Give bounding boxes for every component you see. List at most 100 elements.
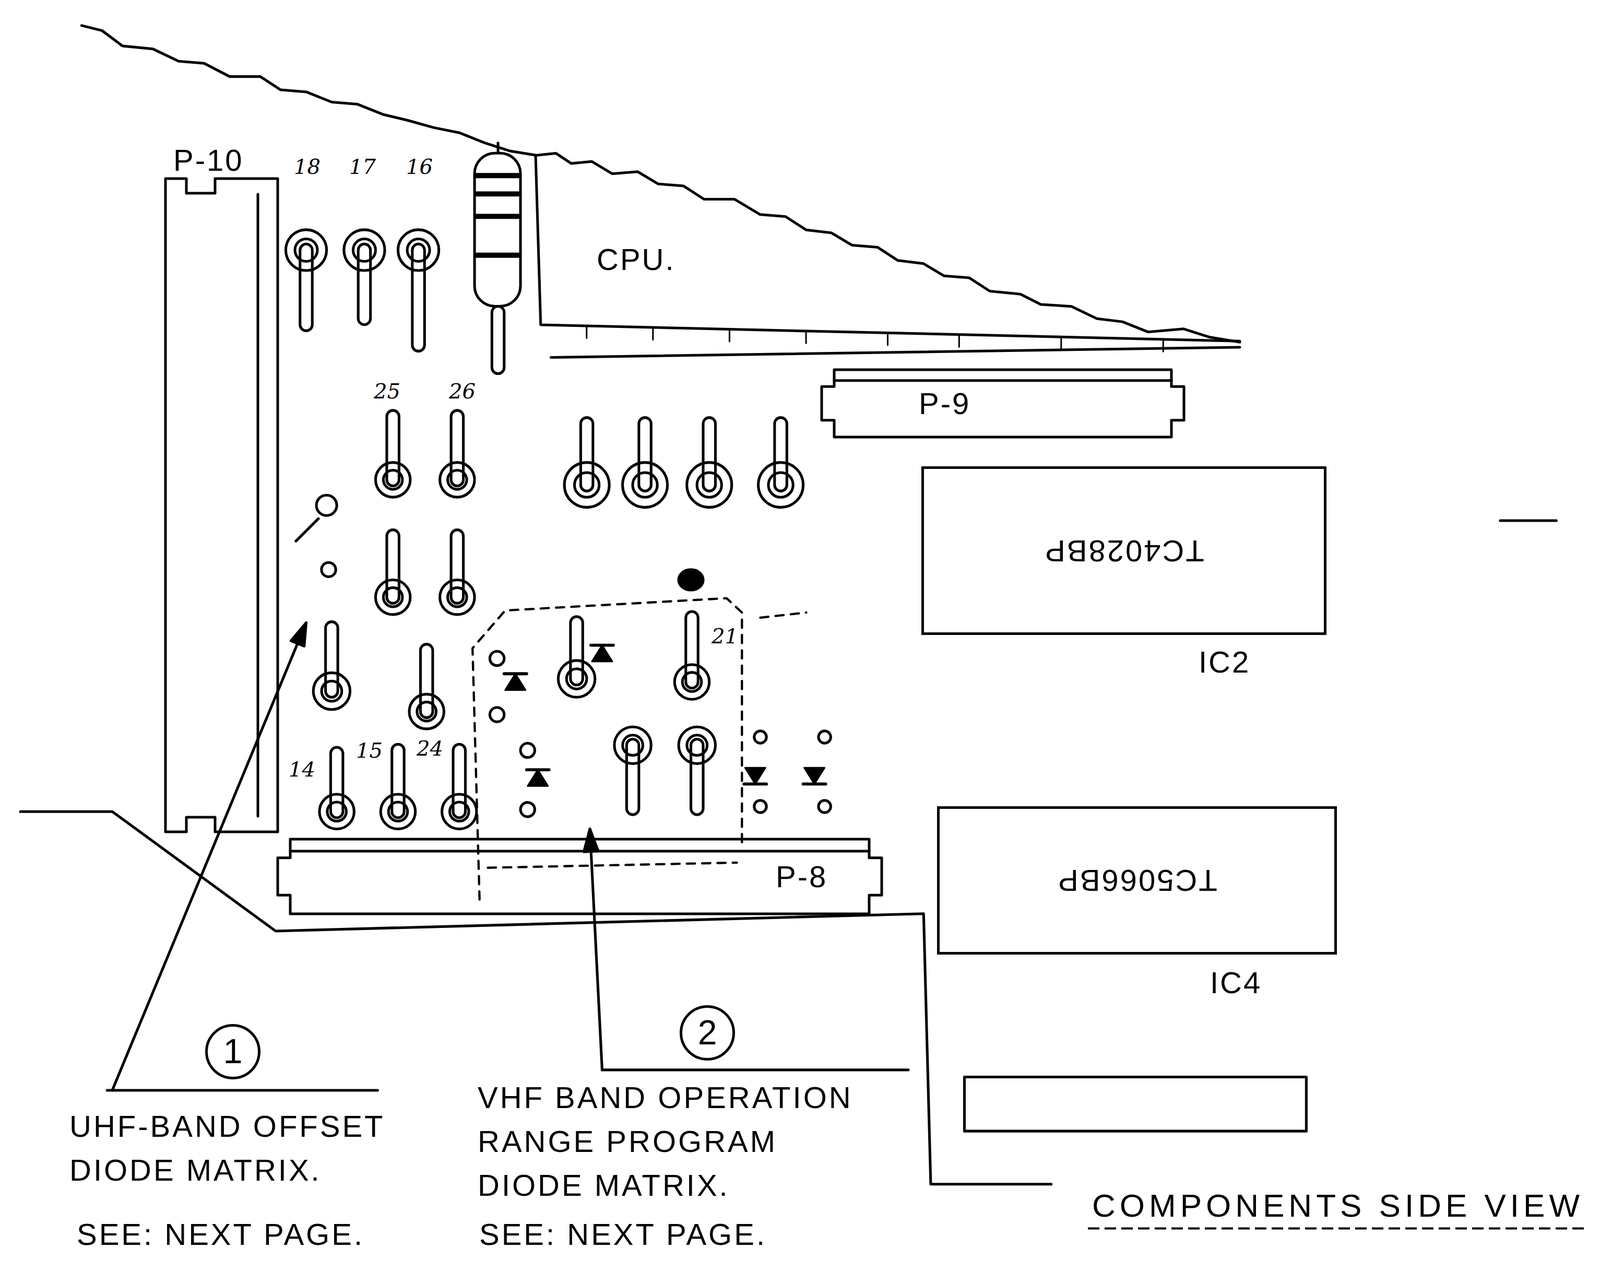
part-label: P-10 [173, 141, 244, 179]
board-break-edge [535, 153, 1240, 343]
connector-outline [277, 838, 882, 914]
jumper-wire [392, 743, 405, 818]
label-holder: 16 [406, 155, 433, 179]
leader-arrowhead [290, 622, 306, 647]
callout-note: SEE: NEXT PAGE. [76, 1212, 365, 1256]
diode-bar [504, 671, 527, 675]
outline-shape [165, 178, 278, 832]
jumper-wire [580, 417, 593, 492]
text-holder: TC4028BP [923, 468, 1324, 633]
pad-hole [574, 472, 599, 497]
solder-pad [375, 462, 410, 497]
text-holder: IC2 [1198, 643, 1251, 681]
label-holder: SEE: NEXT PAGE. [479, 1212, 767, 1256]
resistor-symbol [474, 152, 521, 306]
connector-wall [256, 194, 260, 816]
solder-pad [440, 462, 475, 497]
pin-number: 17 [349, 155, 376, 179]
pad-hole [352, 238, 376, 262]
pad-hole [696, 472, 722, 497]
connector-strip: P-8 [277, 838, 882, 914]
label-holder: 21 [711, 624, 739, 648]
solder-pad [614, 726, 651, 764]
part-label: TC5066BP [1056, 861, 1218, 899]
connector-strip: P-9 [821, 369, 1184, 437]
via-hole [520, 742, 535, 757]
jumper-wire [300, 243, 313, 331]
resistor-band [476, 191, 519, 197]
solder-pad [344, 229, 385, 271]
board-edge [535, 155, 1240, 341]
edge-contact [958, 334, 960, 347]
pad-hole [768, 472, 793, 497]
label-holder: VHF BAND OPERATION RANGE PROGRAM DIODE M… [477, 1075, 875, 1207]
edge-contact [1060, 336, 1062, 349]
edge-contact [886, 333, 889, 346]
pin-number: 21 [711, 624, 739, 648]
via-hole [818, 730, 831, 743]
pad-hole [632, 472, 658, 497]
jumper-wire [703, 417, 716, 492]
diode-symbol [505, 673, 526, 690]
solder-pad [758, 462, 804, 508]
via-hole [316, 494, 337, 516]
matrix-region [760, 612, 807, 618]
callout-underline [601, 1068, 909, 1071]
pad-hole [294, 238, 318, 262]
diode-symbol [804, 767, 825, 784]
solder-pad [564, 462, 610, 508]
connector-wall [290, 849, 870, 852]
board-break-edge [81, 25, 536, 156]
jumper-wire [451, 410, 464, 487]
label-holder: SEE: NEXT PAGE. [76, 1212, 365, 1256]
matrix-region [487, 862, 737, 868]
callout-circle: 2 [679, 1004, 736, 1061]
text-holder: P-9 [918, 369, 971, 437]
text-holder: TC5066BP [939, 808, 1335, 952]
solder-pad [622, 462, 668, 508]
pin-number: 24 [416, 736, 444, 760]
pin-number: 26 [448, 379, 476, 403]
part-label: CPU. [596, 241, 676, 278]
outline-shape [821, 369, 1184, 437]
solder-pad [678, 726, 716, 764]
jumper-wire [412, 243, 425, 351]
jumper-wire [638, 417, 651, 492]
jumper-wire [626, 738, 639, 815]
diode-symbol [591, 645, 613, 662]
ic-chip: TC4028BPIC2 [921, 466, 1327, 635]
board-drawing [20, 25, 1557, 1184]
diode-bar [590, 643, 614, 647]
resistor-band [476, 252, 519, 258]
ic-reference: IC2 [1198, 643, 1251, 681]
jumper-wire [420, 644, 433, 718]
text-holder: P-8 [775, 838, 828, 914]
solder-pad [674, 664, 709, 699]
jumper-wire [691, 738, 704, 815]
board-mark [1500, 519, 1557, 523]
edge-contact [652, 327, 654, 340]
trace-mark [295, 518, 319, 541]
solder-pad [380, 793, 416, 829]
solder-pad [686, 462, 732, 508]
solder-pad [440, 579, 475, 614]
part-label: P-8 [775, 858, 828, 895]
solder-pad [409, 693, 444, 729]
solder-pad [397, 229, 439, 271]
connector-wall [834, 378, 1172, 382]
diode-bar [743, 782, 767, 786]
part-outline [964, 1076, 1307, 1132]
via-hole [321, 562, 336, 577]
label-holder: 18 [293, 155, 321, 179]
edge-contact [728, 328, 731, 341]
label-holder: 26 [448, 379, 476, 403]
text-holder: CPU. [596, 241, 676, 278]
label-holder: 17 [349, 155, 376, 179]
label-holder: 14 [288, 757, 316, 781]
label-holder: 24 [416, 736, 444, 760]
solder-pad [319, 793, 354, 829]
solder-pad [313, 672, 350, 709]
